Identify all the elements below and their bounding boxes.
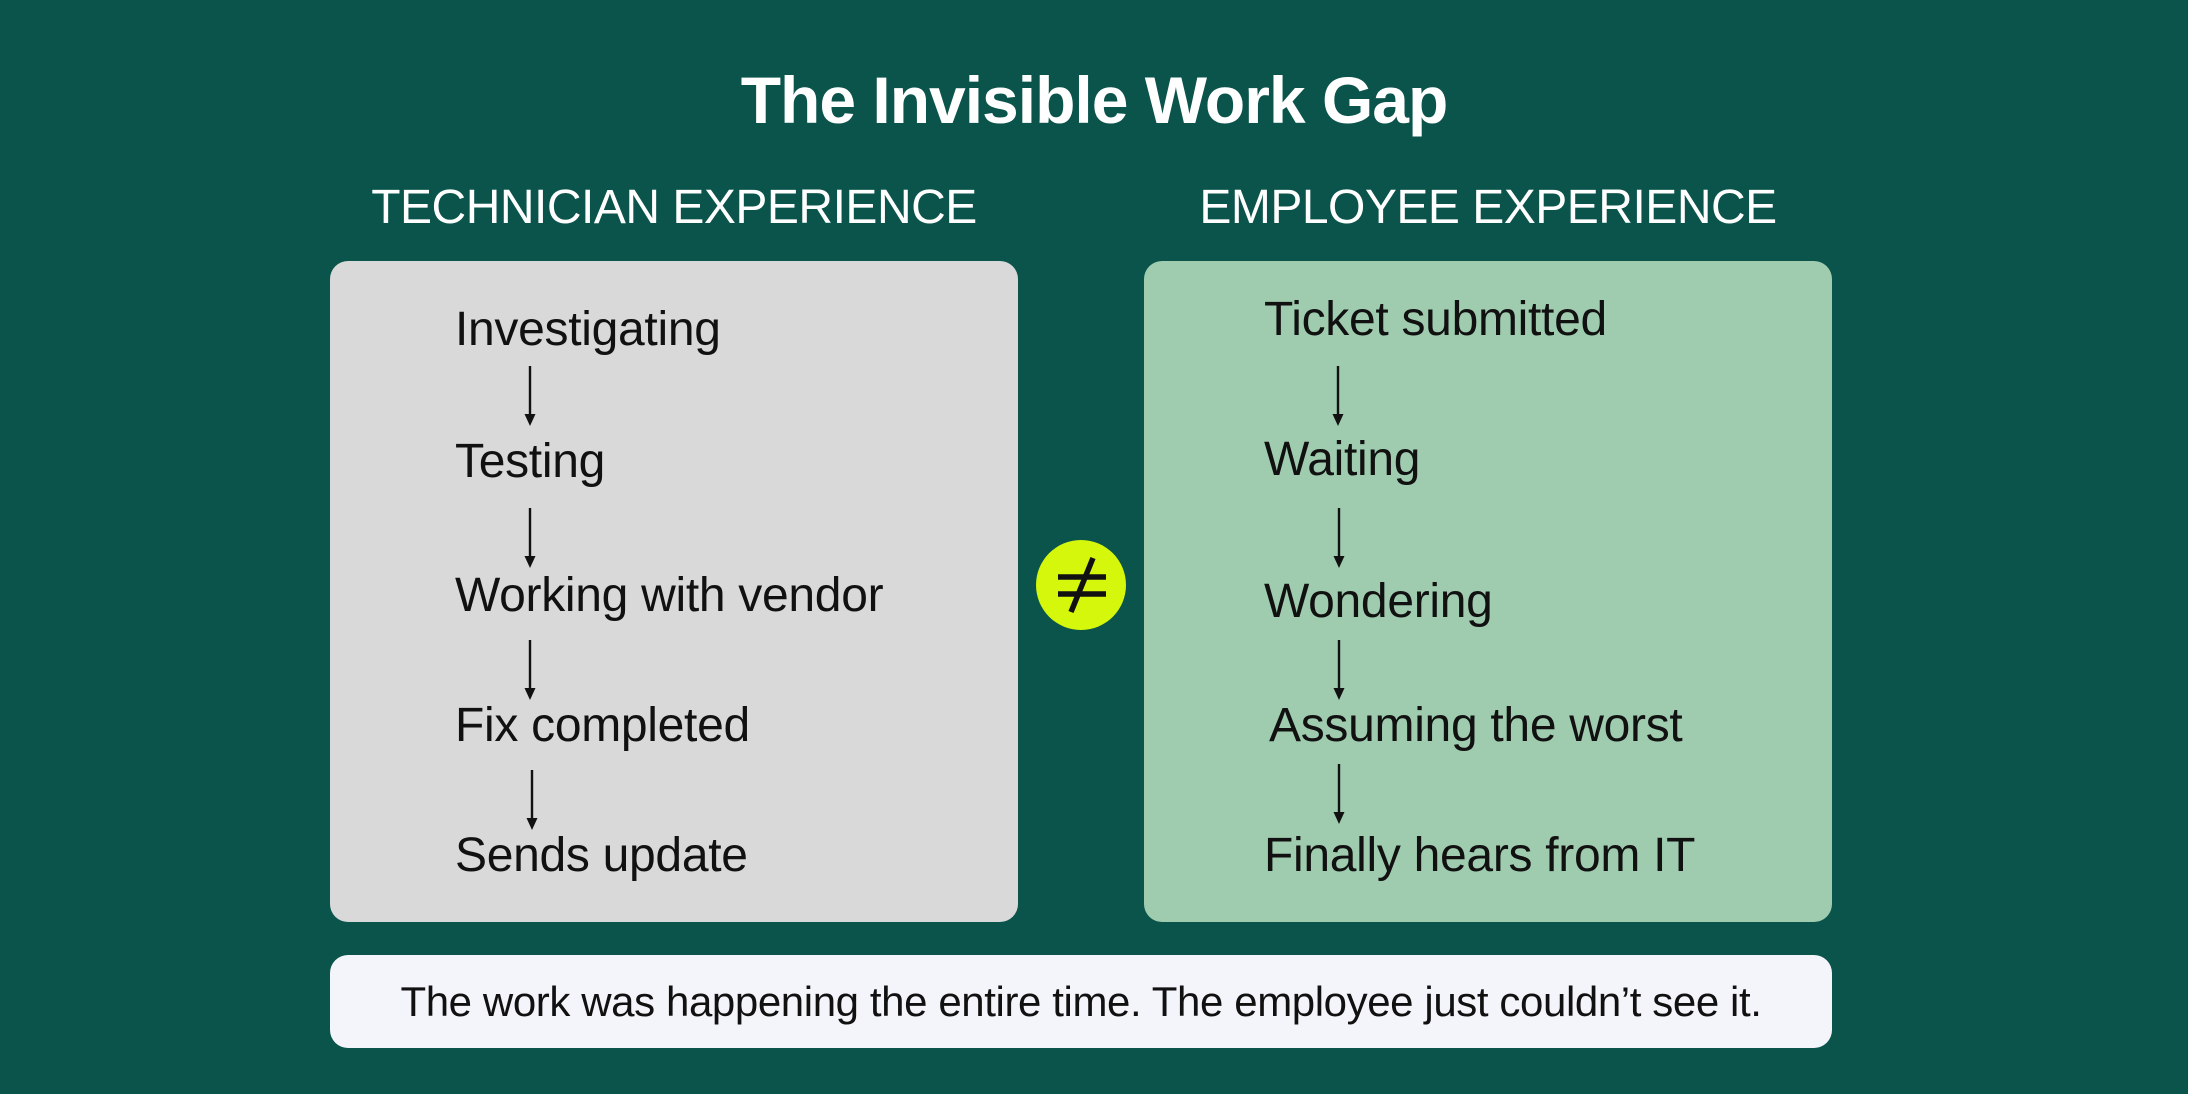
down-arrow-icon: [1331, 508, 1347, 570]
down-arrow-icon: [522, 508, 538, 570]
diagram-title: The Invisible Work Gap: [740, 63, 1449, 137]
employee-heading: EMPLOYEE EXPERIENCE: [1199, 181, 1777, 234]
down-arrow-icon: [1331, 640, 1347, 702]
not-equal-icon: [1036, 540, 1126, 630]
employee-step-ticket-submitted: Ticket submitted: [1264, 293, 1607, 346]
technician-step-fix-completed: Fix completed: [455, 699, 750, 752]
employee-step-assuming-the-worst: Assuming the worst: [1269, 699, 1683, 752]
technician-heading: TECHNICIAN EXPERIENCE: [371, 181, 977, 234]
caption-text: The work was happening the entire time. …: [400, 978, 1762, 1025]
employee-step-finally-hears-from-it: Finally hears from IT: [1264, 829, 1696, 882]
employee-step-waiting: Waiting: [1264, 433, 1421, 486]
technician-step-sends-update: Sends update: [455, 829, 748, 882]
down-arrow-icon: [1330, 366, 1346, 428]
down-arrow-icon: [524, 770, 540, 832]
employee-panel: [1144, 261, 1832, 922]
technician-step-testing: Testing: [455, 435, 605, 488]
technician-step-working-with-vendor: Working with vendor: [455, 569, 884, 622]
technician-step-investigating: Investigating: [455, 303, 721, 356]
down-arrow-icon: [522, 366, 538, 428]
caption-box: The work was happening the entire time. …: [330, 955, 1832, 1048]
employee-step-wondering: Wondering: [1264, 575, 1493, 628]
technician-panel: [330, 261, 1018, 922]
down-arrow-icon: [522, 640, 538, 702]
down-arrow-icon: [1331, 764, 1347, 826]
